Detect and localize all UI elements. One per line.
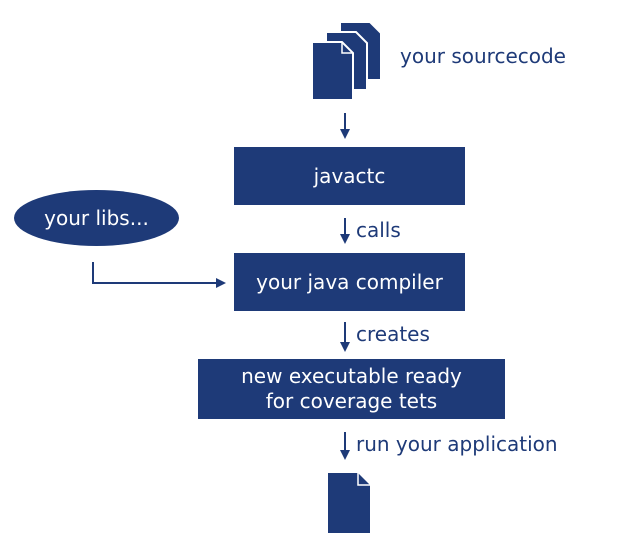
document-icon: [328, 473, 370, 533]
executable-label-line1: new executable ready: [241, 364, 462, 388]
edge-label-run: run your application: [356, 432, 558, 456]
javactc-label: javactc: [313, 163, 386, 188]
libs-label: your libs...: [44, 206, 149, 230]
arrow-libs-to-compiler: [92, 262, 226, 288]
compiler-box: your java compiler: [234, 253, 465, 311]
executable-box: new executable ready for coverage tets: [198, 359, 505, 419]
source-label: your sourcecode: [400, 44, 566, 68]
edge-label-creates: creates: [356, 322, 430, 346]
compiler-label: your java compiler: [256, 269, 443, 294]
libs-ellipse: your libs...: [14, 190, 179, 246]
executable-label-line2: for coverage tets: [265, 389, 438, 413]
javactc-box: javactc: [234, 147, 465, 205]
document-stack-icon: [311, 21, 382, 101]
edge-label-calls: calls: [356, 218, 401, 242]
